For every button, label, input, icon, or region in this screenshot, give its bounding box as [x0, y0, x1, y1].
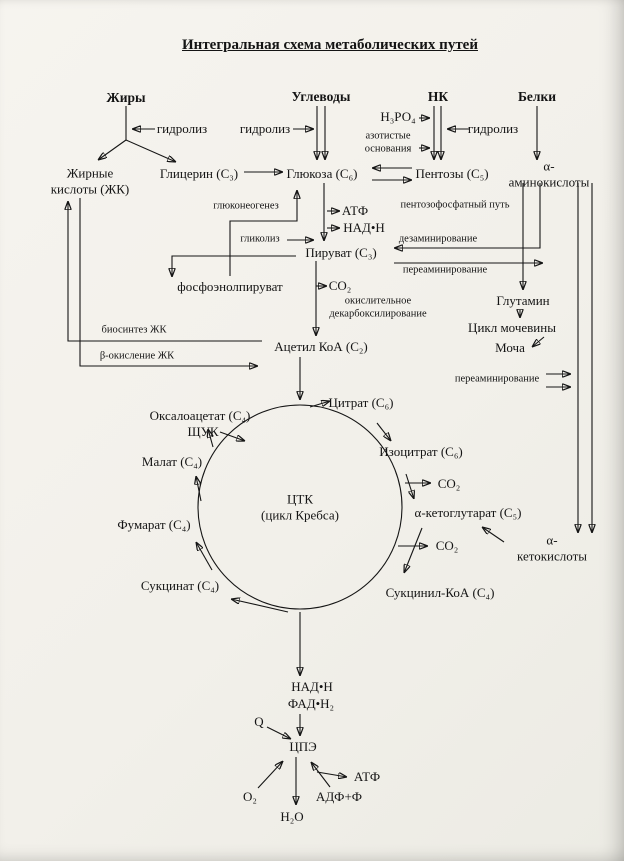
label-transamination-upper: переаминирование [402, 264, 488, 276]
arrow-to-citrate [309, 401, 330, 408]
node-electron-transport-chain: ЦПЭ [289, 739, 317, 755]
node-alpha-ketoacids: α-кетокислоты [516, 532, 588, 563]
node-acetyl-coa: Ацетил КоА (С₂) [274, 339, 368, 355]
label-hydrolysis-carbs: гидролиз [239, 121, 291, 137]
label-fa-beta-oxidation: β-окисление ЖК [99, 350, 175, 362]
node-co2-ketoglutarate: СО₂ [435, 538, 459, 554]
node-glycerol: Глицерин (С₃) [159, 166, 239, 182]
arrow-ureacycle-to-urine [532, 336, 545, 347]
arrow-fats-to-glycerol [125, 139, 176, 162]
arrow-isocitrate-to-ketoglutarate [405, 473, 414, 499]
node-atp-glycolysis: АТФ [341, 203, 369, 219]
label-gluconeogenesis: глюконеогенез [213, 200, 279, 212]
label-glycolysis: гликолиз [240, 233, 280, 245]
node-atp-bottom: АТФ [353, 769, 381, 785]
node-pyruvate: Пируват (С₃) [305, 245, 377, 261]
arrow-ketoacids-to-ketoglutarate [482, 527, 505, 543]
node-fatty-acids: Жирные кислоты (ЖК) [50, 165, 130, 196]
node-glutamine: Глутамин [496, 293, 550, 309]
node-urea-cycle: Цикл мочевины [468, 320, 556, 336]
arrow-biosynthesis-fa [68, 201, 262, 342]
node-urine: Моча [495, 340, 525, 356]
arrow-oxaloacetate-to-cycle [219, 431, 245, 441]
arrow-o2-to-etc [257, 761, 283, 789]
arrow-citrate-to-isocitrate [376, 422, 391, 441]
node-h3po4: Н₃РО₄ [380, 109, 416, 125]
arrow-ketoglutarate-to-succinylcoa [404, 527, 423, 573]
label-oxidative-decarboxylation: окислительное декарбоксилирование [329, 295, 427, 319]
node-fadh2: ФАД•Н₂ [287, 696, 335, 712]
label-hydrolysis-proteins: гидролиз [467, 121, 519, 137]
node-tca-cycle: ЦТК (цикл Кребса) [261, 491, 339, 522]
label-transamination-right: переаминирование [454, 373, 540, 385]
node-carbohydrates: Углеводы [291, 88, 351, 104]
node-succinyl-coa: Сукцинил-КоА (С₄) [385, 585, 495, 601]
node-co2-pyruvate: СО₂ [328, 278, 352, 294]
node-malate: Малат (С₄) [141, 454, 203, 470]
arrow-pyruvate-to-pep [172, 255, 296, 277]
node-isocitrate: Изоцитрат (С₆) [379, 444, 463, 460]
arrow-succinate-to-fumarate [196, 542, 213, 571]
page-title: Интегральная схема метаболических путей [182, 37, 478, 53]
node-nadh-bottom: НАД•Н [291, 679, 333, 695]
arrow-to-atp-bottom [316, 771, 347, 777]
node-proteins: Белки [517, 88, 557, 104]
label-pentose-phosphate-pathway: пентозофосфатный путь [400, 199, 510, 211]
node-coenzyme-q: Q [254, 714, 264, 730]
node-citrate: Цитрат (С₆) [328, 395, 394, 411]
label-nitrogenous-bases: азотистые основания [364, 130, 412, 154]
arrow-q-to-etc [266, 726, 291, 739]
node-nucleic-acids: НК [427, 88, 449, 104]
label-hydrolysis-fats: гидролиз [156, 121, 208, 137]
label-fa-biosynthesis: биосинтез ЖК [101, 324, 167, 336]
node-oxaloacetate: Оксалоацетат (С₄) [149, 408, 251, 424]
node-fumarate: Фумарат (С₄) [117, 517, 191, 533]
node-glucose: Глюкоза (С₆) [286, 166, 358, 182]
arrow-deamination-to-pyruvate [394, 183, 541, 248]
node-succinate: Сукцинат (С₄) [140, 578, 220, 594]
arrow-fumarate-to-malate [196, 476, 202, 502]
arrow-malate-to-oxaloacetate [208, 429, 213, 448]
node-nadh-glycolysis: НАД•Н [343, 220, 385, 236]
label-deamination: дезаминирование [398, 233, 478, 245]
node-phosphoenolpyruvate: фосфоэнолпируват [177, 279, 283, 295]
node-shuk: ЩУК [187, 424, 219, 440]
node-adp-p: АДФ+Ф [315, 789, 363, 805]
node-pentoses: Пентозы (С₅) [415, 166, 489, 182]
arrow-gluconeogenesis-to-glucose [229, 190, 297, 276]
node-co2-isocitrate: СО₂ [437, 476, 461, 492]
node-fats: Жиры [106, 89, 146, 105]
tca-cycle-circle [197, 404, 403, 610]
node-h2o: Н₂О [280, 809, 304, 825]
arrow-beta-oxidation-fa [79, 198, 258, 366]
arrow-succinylcoa-to-succinate [231, 599, 289, 613]
arrow-fats-to-fattyacids [98, 139, 127, 160]
arrow-adp-to-etc [311, 762, 331, 788]
node-amino-acids: α-аминокислоты [508, 158, 590, 189]
node-alpha-ketoglutarate: α-кетоглутарат (С₅) [414, 505, 522, 521]
node-o2: О₂ [243, 789, 257, 805]
